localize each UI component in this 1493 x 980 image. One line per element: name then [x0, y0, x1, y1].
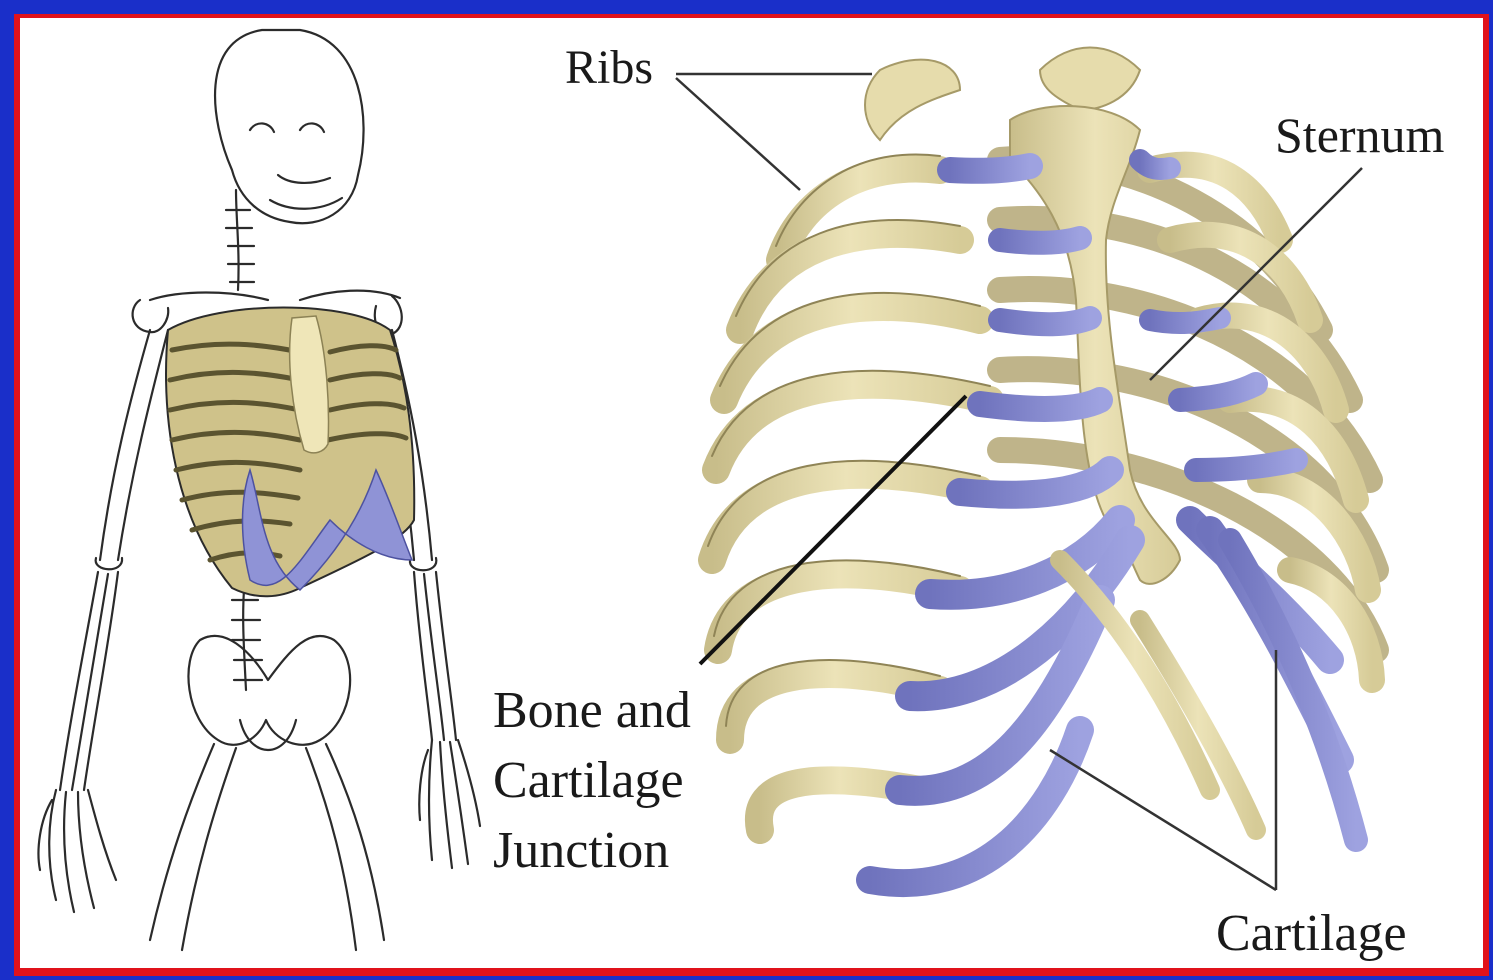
cartilage-5 [960, 470, 1110, 495]
cartilage-r4 [1196, 460, 1296, 470]
junction-label-line-2: Cartilage [493, 746, 691, 816]
left-femur [150, 744, 236, 950]
cartilage-1 [950, 166, 1030, 171]
right-clavicle [300, 291, 400, 300]
right-hand [419, 740, 480, 868]
bone-cartilage-junction-label: Bone and Cartilage Junction [493, 676, 691, 886]
ribs-label: Ribs [565, 44, 653, 92]
sternum-label: Sternum [1275, 110, 1444, 160]
rib-4 [716, 385, 990, 470]
left-forearm [60, 572, 118, 790]
junction-label-line-1: Bone and [493, 676, 691, 746]
left-humerus [100, 330, 168, 560]
right-femur [306, 744, 384, 950]
skull [215, 30, 364, 223]
skeleton-rib-cage [166, 308, 414, 597]
ribs-leader-line-2 [676, 78, 800, 190]
cartilage-4 [980, 400, 1100, 409]
cartilage-3 [1000, 318, 1090, 324]
junction-label-line-3: Junction [493, 816, 691, 886]
cervical-spine [236, 190, 239, 290]
first-rib [865, 60, 960, 140]
left-clavicle [150, 293, 268, 301]
cartilage-label: Cartilage [1216, 908, 1407, 960]
cartilage-9 [870, 730, 1080, 883]
right-forearm [414, 572, 456, 740]
left-hand [39, 790, 117, 912]
cartilage-r1 [1140, 160, 1170, 169]
pelvis [188, 636, 350, 745]
cartilage-2 [1000, 238, 1080, 243]
